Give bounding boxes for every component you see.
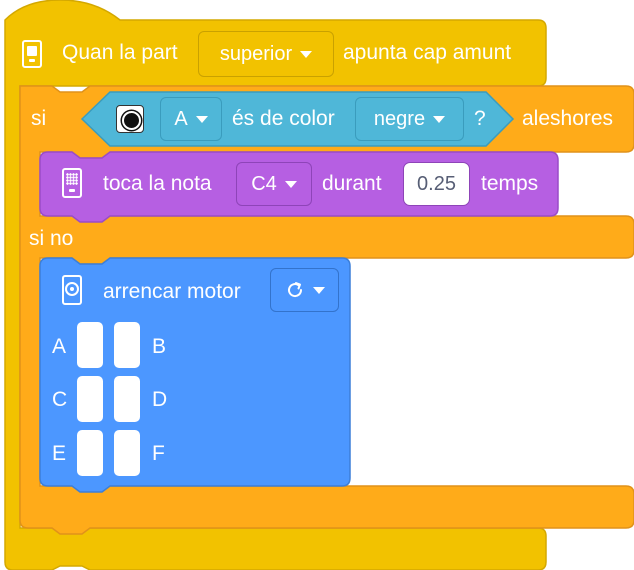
- direction-dropdown[interactable]: [270, 268, 339, 312]
- hub-icon: [22, 40, 42, 68]
- play-note-middle-label: durant: [322, 172, 382, 195]
- note-value: C4: [251, 172, 277, 195]
- duration-value: 0.25: [417, 172, 456, 195]
- then-label: aleshores: [522, 107, 614, 130]
- motor-label: arrencar motor: [103, 280, 241, 303]
- port-label-c: C: [52, 388, 68, 411]
- port-e-toggle[interactable]: [77, 430, 103, 476]
- color-sensor-icon: [116, 105, 144, 133]
- chevron-down-icon: [284, 180, 297, 188]
- orientation-value: superior: [219, 42, 293, 65]
- question-label: ?: [474, 107, 486, 130]
- color-dropdown[interactable]: negre: [355, 97, 464, 141]
- light-matrix-icon: [62, 168, 82, 198]
- note-dropdown[interactable]: C4: [236, 162, 312, 206]
- hat-suffix-label: apunta cap amunt: [343, 41, 512, 64]
- orientation-dropdown[interactable]: superior: [198, 31, 334, 77]
- sensor-port-dropdown[interactable]: A: [160, 97, 222, 141]
- play-note-prefix-label: toca la nota: [103, 172, 212, 195]
- play-note-suffix-label: temps: [481, 172, 539, 195]
- port-c-toggle[interactable]: [77, 376, 103, 422]
- chevron-down-icon: [312, 286, 325, 294]
- port-label-a: A: [52, 335, 67, 358]
- port-a-toggle[interactable]: [77, 322, 103, 368]
- color-value: negre: [373, 107, 426, 130]
- motor-icon: [62, 275, 82, 305]
- port-label-e: E: [52, 442, 67, 465]
- sensor-port-value: A: [174, 107, 188, 130]
- chevron-down-icon: [195, 115, 208, 123]
- port-f-toggle[interactable]: [114, 430, 140, 476]
- duration-input[interactable]: 0.25: [403, 162, 470, 206]
- clockwise-icon: [287, 282, 302, 298]
- port-b-toggle[interactable]: [114, 322, 140, 368]
- chevron-down-icon: [300, 50, 313, 58]
- port-label-d: D: [152, 388, 168, 411]
- port-label-b: B: [152, 335, 167, 358]
- if-label: si: [31, 107, 47, 130]
- else-label: si no: [29, 227, 74, 250]
- chevron-down-icon: [433, 115, 446, 123]
- condition-middle-label: és de color: [232, 107, 335, 130]
- port-d-toggle[interactable]: [114, 376, 140, 422]
- hat-prefix-label: Quan la part: [62, 41, 178, 64]
- port-label-f: F: [152, 442, 165, 465]
